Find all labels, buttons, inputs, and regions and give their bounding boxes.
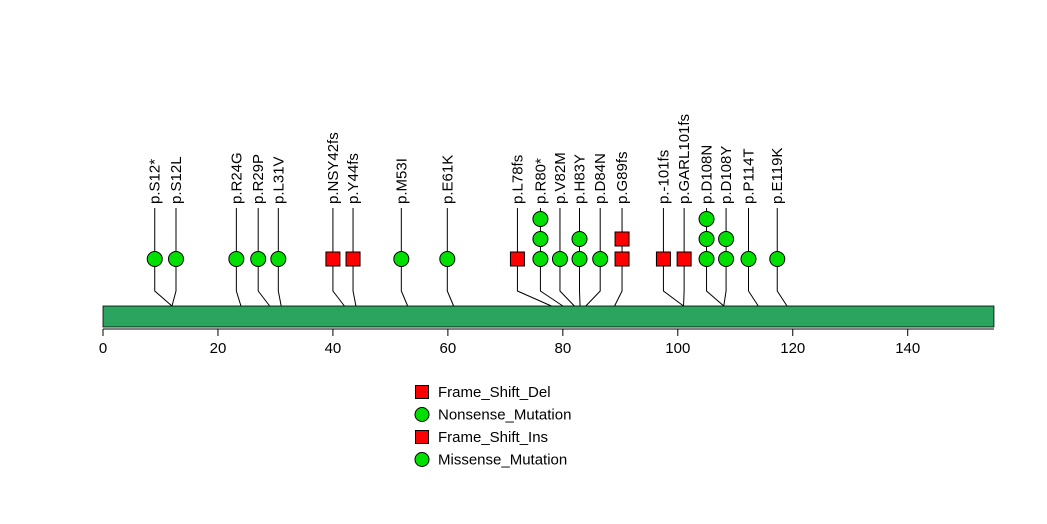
mutation-stem <box>748 208 759 307</box>
mutation-label: p.R80* <box>532 158 549 204</box>
mutation-stem <box>683 208 685 307</box>
mutation-marker-circle <box>698 231 715 247</box>
x-axis-tick-label: 80 <box>554 340 571 357</box>
x-axis-tick-label: 120 <box>780 340 805 357</box>
x-axis-tick-label: 100 <box>665 340 690 357</box>
mutation-label: p.S12L <box>168 156 185 204</box>
mutation-label: p.Y44fs <box>345 153 362 204</box>
mutation-marker-circle <box>532 211 549 227</box>
mutation-stem <box>171 208 177 307</box>
legend-marker <box>414 452 430 467</box>
mutation-stem <box>257 208 271 307</box>
mutation-stem <box>400 208 409 307</box>
mutation-label: p.E61K <box>439 155 456 204</box>
mutation-marker-circle <box>551 251 568 267</box>
legend-label: Frame_Shift_Ins <box>438 429 548 446</box>
mutation-marker-circle <box>718 231 735 247</box>
mutation-marker-circle <box>571 231 588 247</box>
mutation-marker-square <box>676 251 692 267</box>
mutation-label: p.L31V <box>270 156 287 204</box>
mutation-label: p.D108Y <box>718 146 735 204</box>
mutation-label: p.D84N <box>592 153 609 204</box>
mutation-stem <box>662 208 684 307</box>
mutation-stem <box>776 208 788 307</box>
legend-label: Missense_Mutation <box>438 452 567 469</box>
mutation-marker-circle <box>393 251 410 267</box>
mutation-marker-circle <box>270 251 287 267</box>
x-axis: 0 20 40 60 80 100 120 140 <box>99 328 994 357</box>
mutation-marker-circle <box>146 251 163 267</box>
mutation-marker-circle <box>769 251 786 267</box>
mutation-marker-circle <box>698 211 715 227</box>
mutation-label: p.S12* <box>147 159 164 204</box>
mutation-stem <box>277 208 282 307</box>
x-axis-tick-label: 20 <box>210 340 227 357</box>
mutation-label: p.GARL101fs <box>676 114 693 204</box>
mutation-label: p.-101fs <box>655 150 672 204</box>
mutation-marker-square <box>614 251 630 267</box>
mutation-stem <box>446 208 455 307</box>
legend: Frame_Shift_DelNonsense_MutationFrame_Sh… <box>414 384 571 469</box>
mutation-marker-square <box>345 251 361 267</box>
x-axis-tick-label: 40 <box>325 340 342 357</box>
x-axis-tick-label: 140 <box>895 340 920 357</box>
x-axis-tick-label: 0 <box>99 340 107 357</box>
mutation-label: p.P114T <box>741 148 758 204</box>
mutation-stems <box>154 208 788 307</box>
mutation-marker-circle <box>718 251 735 267</box>
mutation-marker-circle <box>532 251 549 267</box>
legend-marker <box>415 430 429 444</box>
mutation-marker-square <box>614 231 630 247</box>
mutation-label: p.NSY42fs <box>325 132 342 204</box>
mutation-label: p.D108N <box>699 145 716 204</box>
mutation-stem <box>154 208 173 307</box>
mutation-marker-circle <box>250 251 267 267</box>
legend-marker <box>414 407 430 422</box>
legend-label: Nonsense_Mutation <box>438 407 571 424</box>
mutation-label: p.R29P <box>250 154 267 204</box>
mutation-label: p.M53I <box>393 158 410 204</box>
mutation-label: p.H83Y <box>572 154 589 204</box>
mutation-stem <box>352 208 357 307</box>
mutation-marker-square <box>509 251 525 267</box>
mutation-marker-circle <box>571 251 588 267</box>
mutation-marker-circle <box>228 251 245 267</box>
mutation-marker-circle <box>532 231 549 247</box>
mutation-label: p.E119K <box>769 148 786 204</box>
legend-marker <box>415 385 429 399</box>
mutation-stem <box>332 208 345 307</box>
protein-bar <box>102 305 995 328</box>
mutation-label: p.G89fs <box>614 151 631 204</box>
mutation-label: p.R24G <box>228 152 245 204</box>
mutation-marker-circle <box>740 251 757 267</box>
mutation-label: p.L78fs <box>509 155 526 204</box>
mutation-marker-circle <box>167 251 184 267</box>
mutation-marker-square <box>325 251 341 267</box>
mutation-stem <box>516 208 552 307</box>
mutation-stem <box>235 208 242 307</box>
mutation-stem <box>559 208 575 307</box>
x-axis-tick-label: 60 <box>440 340 457 357</box>
mutation-label: p.V82M <box>552 152 569 204</box>
mutation-marker-circle <box>592 251 609 267</box>
mutation-stem <box>585 208 601 307</box>
mutation-marker-circle <box>439 251 456 267</box>
legend-label: Frame_Shift_Del <box>438 384 551 401</box>
mutation-marker-circle <box>698 251 715 267</box>
mutation-marker-square <box>655 251 671 267</box>
